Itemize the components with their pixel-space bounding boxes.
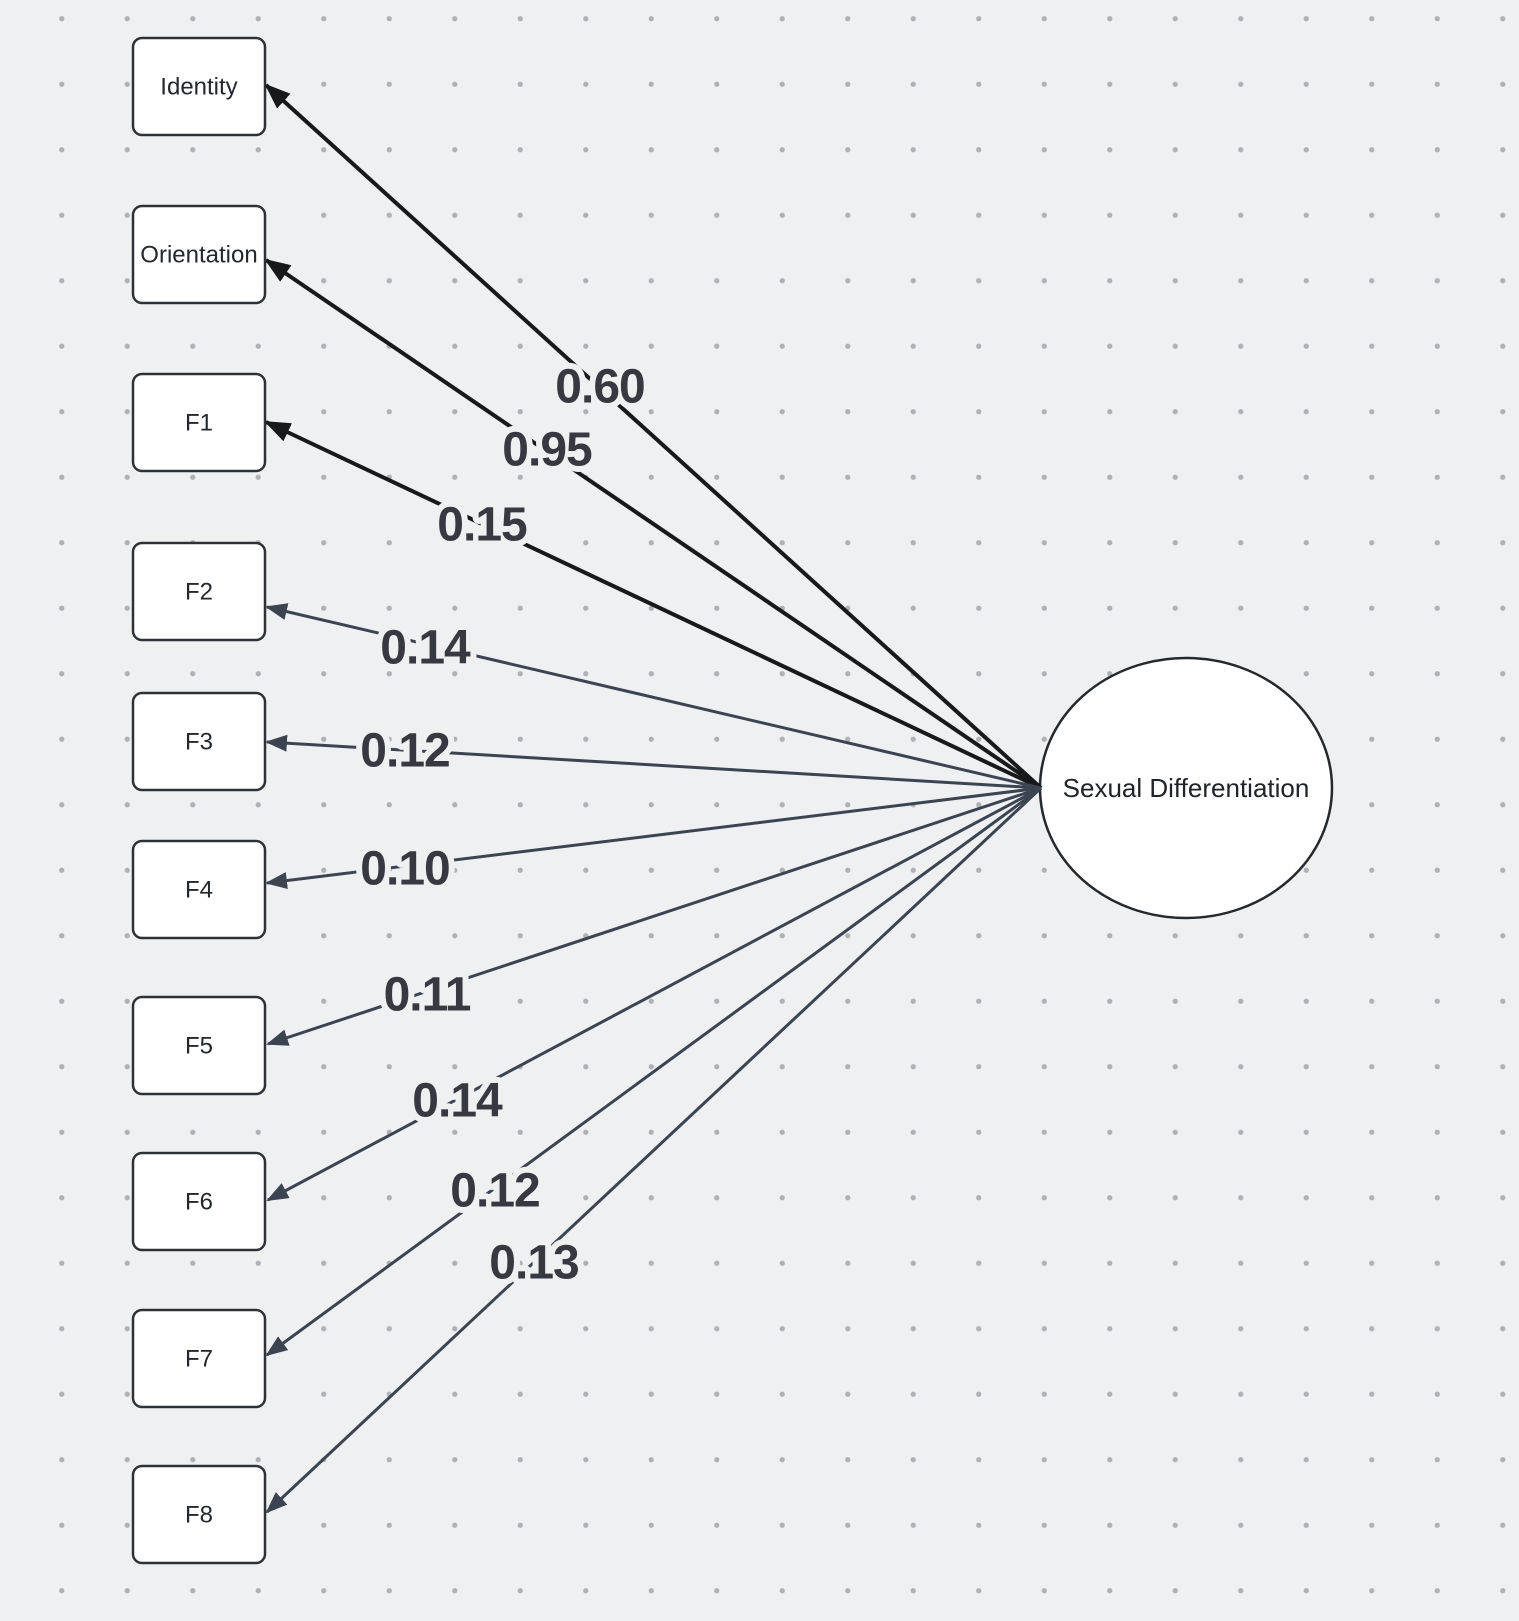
edge-f1[interactable] xyxy=(264,420,1042,790)
node-rect xyxy=(131,995,267,1096)
latent-node-sexual-differentiation[interactable]: Sexual Differentiation xyxy=(1038,656,1334,920)
node-rect xyxy=(131,36,267,137)
coefficient-f4[interactable]: 0.10 xyxy=(354,837,456,902)
node-f7[interactable]: F7 xyxy=(131,1308,267,1409)
node-rect xyxy=(131,541,267,642)
edge-f4[interactable] xyxy=(265,786,1042,890)
node-rect xyxy=(131,204,267,305)
node-rect xyxy=(131,1464,267,1565)
coefficient-f7[interactable]: 0.12 xyxy=(444,1159,546,1224)
edge-f6[interactable] xyxy=(266,786,1042,1202)
coefficient-f6[interactable]: 0.14 xyxy=(406,1069,510,1134)
node-f4[interactable]: F4 xyxy=(131,839,267,940)
edge-f3[interactable] xyxy=(265,734,1042,790)
edge-f7[interactable] xyxy=(265,786,1042,1357)
node-f1[interactable]: F1 xyxy=(131,372,267,473)
node-label: F8 xyxy=(185,1502,213,1529)
node-label: Orientation xyxy=(140,242,257,269)
latent-label: Sexual Differentiation xyxy=(1063,773,1310,803)
node-f3[interactable]: F3 xyxy=(131,691,267,792)
node-rect xyxy=(131,1308,267,1409)
edge-f5[interactable] xyxy=(266,786,1042,1046)
edge-f8[interactable] xyxy=(265,786,1043,1514)
node-f8[interactable]: F8 xyxy=(131,1464,267,1565)
node-label: F2 xyxy=(185,579,213,606)
coefficient-identity[interactable]: 0.60 xyxy=(549,355,651,420)
node-label: F4 xyxy=(185,877,213,904)
node-label: Identity xyxy=(160,74,237,101)
node-label: F3 xyxy=(185,729,213,756)
coefficient-f8[interactable]: 0.13 xyxy=(483,1231,585,1296)
edge-orientation[interactable] xyxy=(264,258,1043,790)
edge-f2[interactable] xyxy=(265,603,1042,790)
coefficient-f2[interactable]: 0.14 xyxy=(374,616,478,681)
node-f2[interactable]: F2 xyxy=(131,541,267,642)
coefficient-f5[interactable]: 0.11 xyxy=(378,963,478,1028)
node-identity[interactable]: Identity xyxy=(131,36,267,137)
node-label: F6 xyxy=(185,1189,213,1216)
coefficient-f1[interactable]: 0.15 xyxy=(431,493,534,558)
edges xyxy=(264,83,1043,1514)
node-f6[interactable]: F6 xyxy=(131,1151,267,1252)
node-f5[interactable]: F5 xyxy=(131,995,267,1096)
coefficient-orientation[interactable]: 0.95 xyxy=(496,418,599,483)
coefficient-f3[interactable]: 0.12 xyxy=(354,719,456,784)
coefficient-labels: 0.60 0.95 0.15 0.14 0.12 0.10 0.11 0.14 … xyxy=(354,355,651,1296)
node-rect xyxy=(131,1151,267,1252)
node-rect xyxy=(131,691,267,792)
node-label: F1 xyxy=(185,410,213,437)
node-label: F5 xyxy=(185,1033,213,1060)
indicator-nodes: Identity Orientation F1 F2 F3 F4 xyxy=(131,36,267,1565)
edge-identity[interactable] xyxy=(264,83,1043,790)
node-rect xyxy=(131,372,267,473)
node-rect xyxy=(131,839,267,940)
node-orientation[interactable]: Orientation xyxy=(131,204,267,305)
node-label: F7 xyxy=(185,1346,213,1373)
